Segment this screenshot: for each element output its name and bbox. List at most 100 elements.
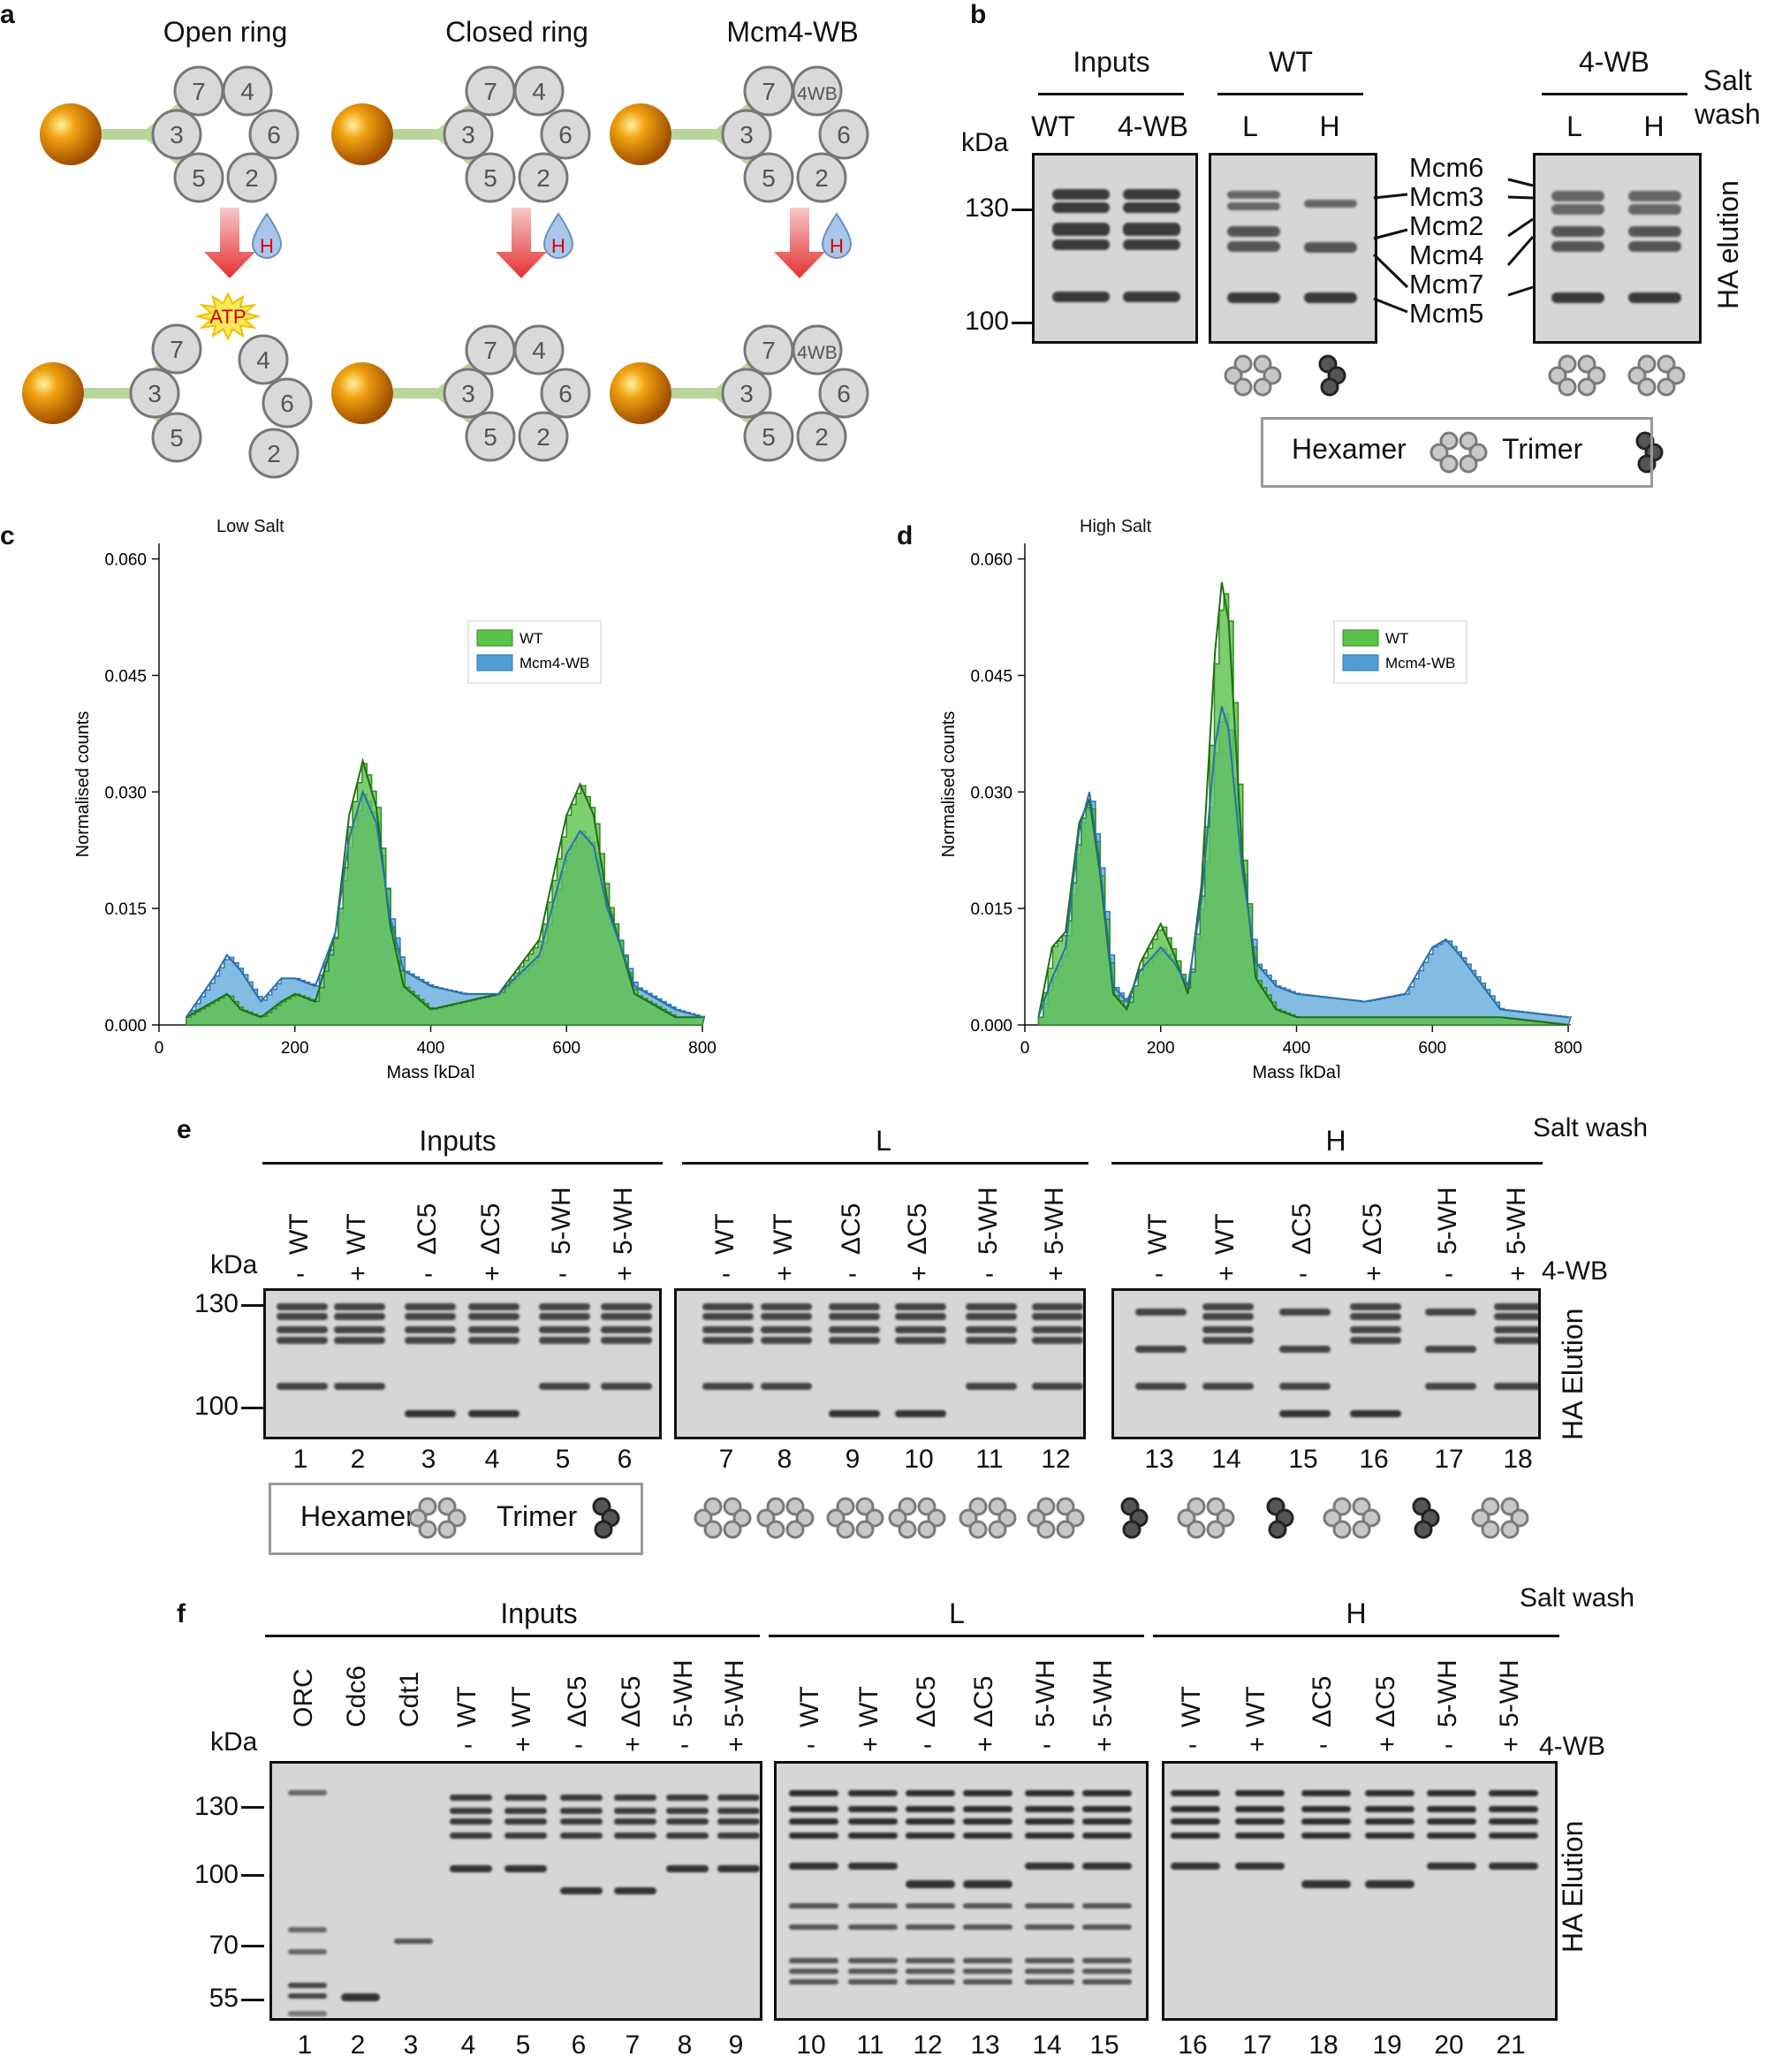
gel-band bbox=[1489, 1818, 1538, 1825]
subunit-label: 6 bbox=[280, 390, 294, 417]
gel-band bbox=[1279, 1410, 1331, 1417]
panel-label-d: d bbox=[897, 521, 914, 550]
gel-band bbox=[1082, 1806, 1132, 1812]
gel-band bbox=[405, 1303, 456, 1310]
gel-band bbox=[539, 1303, 590, 1310]
gel-band bbox=[1082, 1790, 1132, 1796]
gel-band bbox=[789, 1863, 838, 1870]
f-lane-number-5: 5 bbox=[515, 2030, 531, 2060]
subunit-label: 5 bbox=[170, 424, 184, 452]
series-area-mcm4-wb bbox=[1037, 712, 1573, 1026]
gel-band bbox=[966, 1303, 1017, 1310]
gel-band bbox=[1301, 1818, 1351, 1825]
f-sign-8: - bbox=[680, 1730, 689, 1759]
gel-band bbox=[1489, 1833, 1538, 1839]
e-lane-name-3: ΔC5 bbox=[413, 1203, 442, 1255]
f-lane-number-16: 16 bbox=[1178, 2030, 1208, 2060]
mcm4-bottom-3: 4WB bbox=[792, 324, 843, 376]
series-area-wt bbox=[186, 763, 706, 1026]
gel-band bbox=[1025, 1924, 1074, 1930]
gel-band bbox=[341, 1993, 380, 2001]
f-lane-number-8: 8 bbox=[677, 2030, 693, 2060]
e-lane-number-3: 3 bbox=[421, 1445, 436, 1474]
x-tick-label: 400 bbox=[417, 1039, 445, 1058]
gel-band bbox=[906, 1790, 955, 1796]
gel-band bbox=[1279, 1346, 1331, 1353]
gel-band bbox=[1427, 1818, 1476, 1825]
gel-band bbox=[761, 1303, 812, 1310]
mcm5-top-3: 5 bbox=[743, 152, 794, 203]
trimer-icon bbox=[1120, 1497, 1149, 1539]
subunit-label: 2 bbox=[267, 440, 281, 467]
gel-band bbox=[895, 1337, 946, 1344]
gel-band bbox=[1279, 1309, 1331, 1316]
gel-band bbox=[1032, 1383, 1083, 1390]
y-tick-label: 0.045 bbox=[970, 667, 1012, 686]
f-lane-number-21: 21 bbox=[1496, 2030, 1526, 2060]
f-lane-number-4: 4 bbox=[460, 2030, 476, 2060]
mcm3-bottom-2: 3 bbox=[443, 368, 494, 419]
gel-band bbox=[1025, 1958, 1074, 1963]
f-lane-number-7: 7 bbox=[625, 2030, 641, 2060]
f-lane-name-2: Cdc6 bbox=[342, 1665, 371, 1727]
gel-band bbox=[1202, 1313, 1254, 1320]
legend-swatch bbox=[476, 629, 513, 647]
e-sign-12: + bbox=[1048, 1259, 1064, 1288]
e-group-inputs: Inputs bbox=[419, 1125, 497, 1157]
gel-band bbox=[468, 1326, 519, 1333]
gel-band bbox=[1171, 1790, 1220, 1796]
gel-band bbox=[1082, 1863, 1132, 1870]
gel-band bbox=[963, 1880, 1012, 1888]
hexamer-icon bbox=[1430, 431, 1488, 474]
x-tick-label: 800 bbox=[1554, 1039, 1582, 1058]
e-4wb-label: 4-WB bbox=[1542, 1256, 1608, 1286]
transition-arrow-1 bbox=[204, 208, 255, 278]
e-group-l: L bbox=[876, 1125, 891, 1157]
gel-b-wt bbox=[1209, 153, 1377, 344]
mcm7-bottom-3: 7 bbox=[743, 324, 794, 376]
subunit-label: 5 bbox=[483, 164, 497, 192]
gel-band bbox=[963, 1979, 1012, 1985]
f-lane-number-20: 20 bbox=[1434, 2030, 1464, 2060]
gel-band bbox=[666, 1865, 709, 1872]
mcm4-bottom-1: 4 bbox=[238, 334, 289, 385]
y-tick-label: 0.030 bbox=[104, 784, 147, 802]
f-sign-15: + bbox=[1096, 1730, 1112, 1759]
y-axis-label: Normalised counts bbox=[939, 711, 959, 858]
e-sign-1: - bbox=[296, 1259, 305, 1288]
group-inputs: Inputs bbox=[1073, 46, 1150, 78]
e-sign-2: + bbox=[350, 1259, 366, 1288]
gel-band bbox=[1427, 1863, 1476, 1870]
group-wt: WT bbox=[1269, 46, 1313, 78]
e-kda: kDa bbox=[210, 1250, 258, 1279]
f-kda: kDa bbox=[210, 1727, 258, 1757]
gel-band bbox=[504, 1865, 547, 1872]
mcm3-bottom-3: 3 bbox=[721, 368, 772, 419]
e-lane-number-7: 7 bbox=[718, 1445, 734, 1474]
bead-bottom-1 bbox=[22, 362, 84, 424]
legend-hexamer-e: Hexamer bbox=[300, 1500, 415, 1532]
gel-band bbox=[1235, 1863, 1285, 1870]
gel-b-inputs bbox=[1032, 153, 1198, 344]
gel-band bbox=[963, 1806, 1012, 1812]
kda-label-b: kDa bbox=[961, 128, 1009, 157]
chart-d-title: High Salt bbox=[1080, 517, 1152, 536]
gel-band bbox=[1494, 1303, 1538, 1310]
f-lane-number-3: 3 bbox=[403, 2030, 419, 2060]
gel-band bbox=[666, 1808, 709, 1814]
hexamer-icon bbox=[1471, 1497, 1529, 1539]
bead-bottom-2 bbox=[331, 362, 393, 424]
gel-band bbox=[1082, 1958, 1132, 1963]
gel-band bbox=[1202, 1326, 1254, 1333]
gel-band bbox=[789, 1958, 838, 1963]
gel-band bbox=[789, 1833, 838, 1839]
gel-band bbox=[761, 1383, 812, 1390]
f-sign-7: + bbox=[625, 1730, 641, 1759]
e-lane-name-4: ΔC5 bbox=[476, 1203, 505, 1255]
trimer-icon bbox=[1412, 1497, 1440, 1539]
panel-label-c: c bbox=[0, 521, 15, 550]
gel-band bbox=[539, 1326, 590, 1333]
gel-e-l bbox=[674, 1288, 1086, 1439]
